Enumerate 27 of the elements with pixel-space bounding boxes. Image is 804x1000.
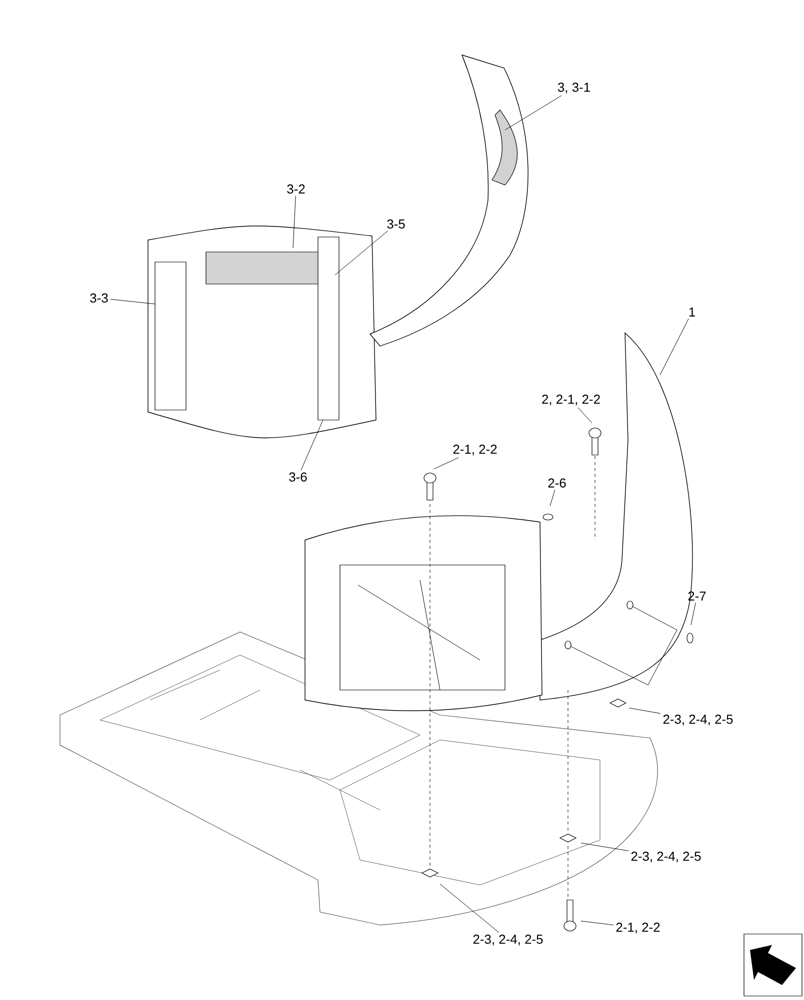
leader-line bbox=[660, 318, 689, 376]
callout-number: 3-2 bbox=[287, 184, 305, 194]
callout-number: 1 bbox=[689, 308, 695, 316]
callout-number: 2-1, 2-2 bbox=[616, 922, 660, 934]
leader-line bbox=[628, 708, 661, 714]
leader-line bbox=[580, 842, 629, 852]
callout-number: 2-3, 2-4, 2-5 bbox=[473, 934, 543, 946]
leader-line bbox=[440, 884, 500, 933]
callout-number: 2-1, 2-2 bbox=[453, 444, 497, 456]
leader-line bbox=[578, 407, 592, 424]
callout-number: 3-3 bbox=[90, 293, 108, 303]
callout-number: 3, 3-1 bbox=[558, 82, 590, 94]
leader-line bbox=[580, 920, 614, 926]
leader-line bbox=[110, 299, 156, 304]
leader-line bbox=[690, 602, 696, 626]
callout-number: 2-3, 2-4, 2-5 bbox=[663, 714, 733, 726]
callout-number: 3-6 bbox=[289, 472, 307, 482]
leader-line bbox=[334, 230, 388, 276]
leader-line bbox=[504, 95, 562, 130]
leader-line bbox=[550, 490, 556, 506]
callout-number: 2, 2-1, 2-2 bbox=[542, 394, 600, 406]
callout-number: 2-3, 2-4, 2-5 bbox=[631, 852, 701, 862]
callout-number: 3-5 bbox=[387, 219, 405, 229]
leader-line bbox=[292, 196, 296, 248]
leader-line bbox=[300, 420, 324, 470]
leader-line bbox=[434, 457, 459, 470]
callout-number: 2-6 bbox=[548, 478, 566, 488]
